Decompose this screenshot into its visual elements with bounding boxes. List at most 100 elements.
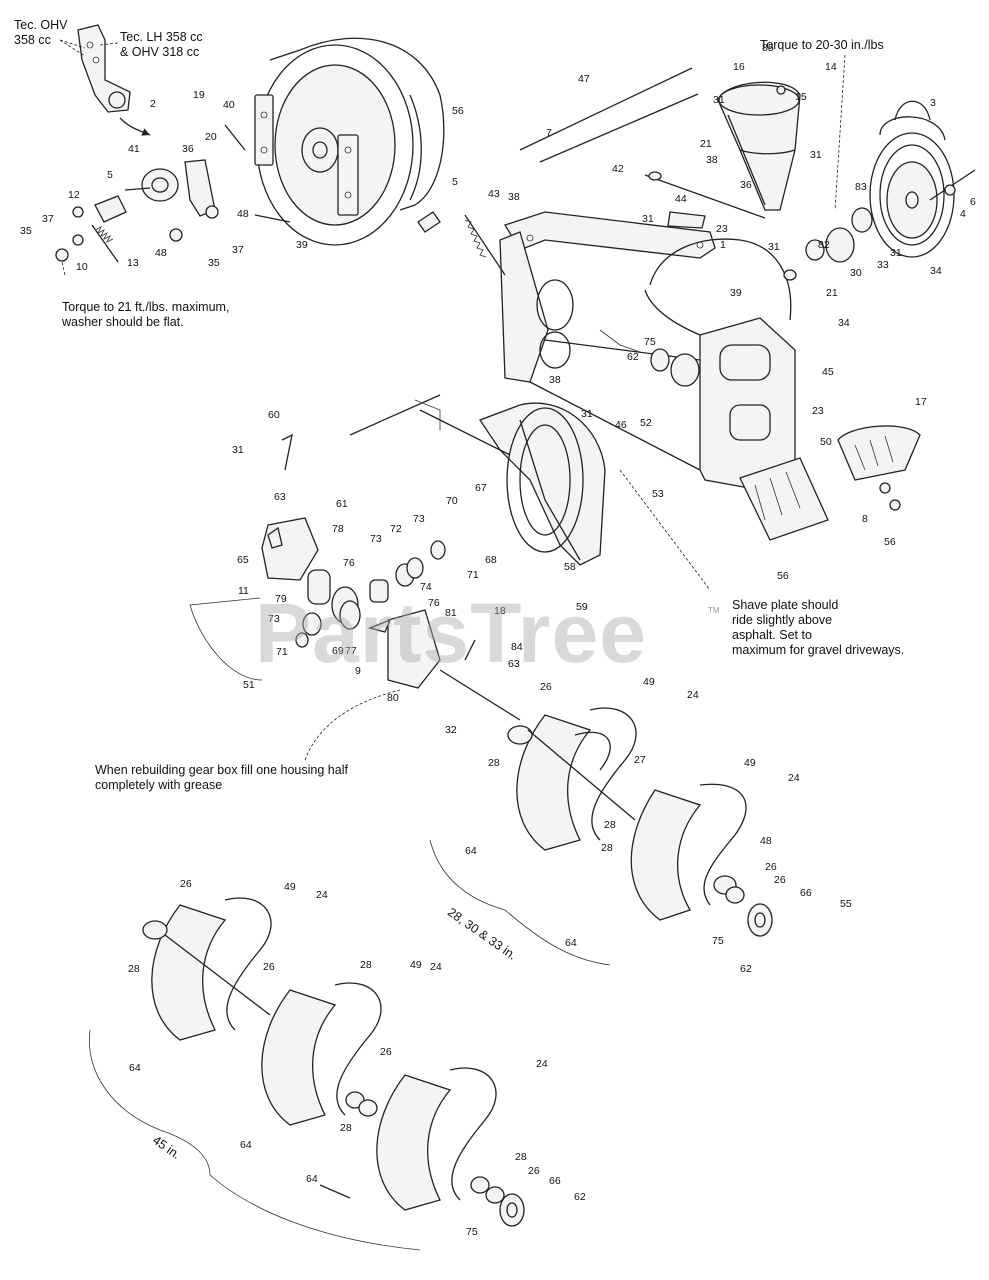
part-callout-26: 26 [180,878,192,890]
part-callout-55: 55 [840,898,852,910]
part-callout-17: 17 [915,396,927,408]
part-callout-26: 26 [765,861,777,873]
part-callout-3: 3 [930,97,936,109]
part-callout-16: 16 [733,61,745,73]
part-callout-28: 28 [340,1122,352,1134]
part-callout-44: 44 [675,193,687,205]
part-callout-45: 45 [822,366,834,378]
note-torque-21: Torque to 21 ft./lbs. maximum, washer sh… [62,300,230,329]
part-callout-64: 64 [465,845,477,857]
part-callout-75: 75 [644,336,656,348]
part-callout-39: 39 [730,287,742,299]
part-callout-70: 70 [446,495,458,507]
part-callout-6: 6 [970,196,976,208]
part-callout-49: 49 [410,959,422,971]
part-callout-56: 56 [777,570,789,582]
leader-lines [59,39,846,761]
part-callout-62: 62 [627,351,639,363]
part-callout-23: 23 [716,223,728,235]
part-callout-49: 49 [284,881,296,893]
part-callout-32: 32 [445,724,457,736]
part-callout-31: 31 [232,444,244,456]
part-callout-11: 11 [238,585,249,597]
part-callout-65: 65 [237,554,249,566]
part-callout-62: 62 [574,1191,586,1203]
shave-plates [739,425,921,541]
part-callout-26: 26 [380,1046,392,1058]
part-callout-64: 64 [565,937,577,949]
part-callout-24: 24 [316,889,328,901]
part-callout-71: 71 [276,646,288,658]
part-callout-46: 46 [615,419,627,431]
part-callout-31: 31 [890,247,902,259]
part-callout-5: 5 [107,169,113,181]
part-callout-14: 14 [825,61,837,73]
part-callout-58: 58 [564,561,576,573]
part-callout-19: 19 [193,89,205,101]
part-callout-73: 73 [268,613,280,625]
watermark: PartsTree [255,586,647,680]
part-callout-13: 13 [127,257,139,269]
part-callout-75: 75 [466,1226,478,1238]
part-callout-36: 36 [182,143,194,155]
part-callout-66: 66 [800,887,812,899]
part-callout-33: 33 [877,259,889,271]
part-callout-35: 35 [208,257,220,269]
part-callout-12: 12 [68,189,80,201]
part-callout-85: 85 [762,42,774,54]
part-callout-71: 71 [467,569,479,581]
note-engine-tec-ohv: Tec. OHV 358 cc [14,18,68,47]
part-callout-41: 41 [128,143,140,155]
part-callout-28: 28 [488,757,500,769]
part-callout-50: 50 [820,436,832,448]
part-callout-28: 28 [515,1151,527,1163]
part-callout-49: 49 [643,676,655,688]
part-callout-64: 64 [129,1062,141,1074]
part-callout-26: 26 [540,681,552,693]
engine-pulley-housing [254,37,445,246]
part-callout-73: 73 [370,533,382,545]
part-callout-80: 80 [387,692,399,704]
part-callout-48: 48 [237,208,249,220]
part-callout-31: 31 [581,408,593,420]
part-callout-18: 18 [494,605,506,617]
part-callout-10: 10 [76,261,88,273]
part-callout-24: 24 [687,689,699,701]
part-callout-24: 24 [430,961,442,973]
part-callout-34: 34 [930,265,942,277]
auger-housing [499,211,796,491]
part-callout-72: 72 [390,523,402,535]
part-callout-39: 39 [296,239,308,251]
part-callout-43: 43 [488,188,500,200]
part-callout-37: 37 [232,244,244,256]
part-callout-77: 77 [345,645,357,657]
part-callout-38: 38 [706,154,718,166]
part-callout-64: 64 [240,1139,252,1151]
part-callout-24: 24 [788,772,800,784]
part-callout-84: 84 [511,641,523,653]
part-callout-64: 64 [306,1173,318,1185]
part-callout-24: 24 [536,1058,548,1070]
part-callout-26: 26 [263,961,275,973]
part-callout-47: 47 [578,73,590,85]
part-callout-27: 27 [634,754,646,766]
part-callout-38: 38 [549,374,561,386]
group-brackets [88,597,611,1251]
part-callout-61: 61 [336,498,348,510]
part-callout-26: 26 [528,1165,540,1177]
part-callout-23: 23 [812,405,824,417]
part-callout-56: 56 [452,105,464,117]
part-callout-73: 73 [413,513,425,525]
part-callout-68: 68 [485,554,497,566]
part-callout-49: 49 [744,757,756,769]
part-callout-31: 31 [713,94,725,106]
part-callout-31: 31 [768,241,780,253]
part-callout-52: 52 [640,417,652,429]
part-callout-28: 28 [604,819,616,831]
part-callout-21: 21 [826,287,838,299]
impeller-assembly [349,394,606,566]
part-callout-62: 62 [740,963,752,975]
part-callout-4: 4 [960,208,966,220]
auger-set-45 [142,897,525,1227]
